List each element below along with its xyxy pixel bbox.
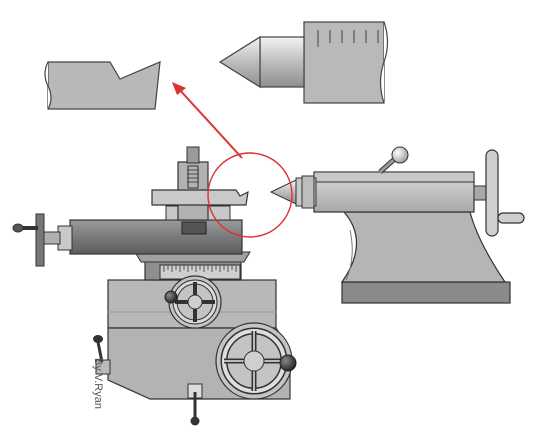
detail-tailstock-centre: [218, 21, 389, 104]
tailstock: [269, 146, 525, 304]
half-nut-lever: [187, 383, 203, 426]
red-arrow-icon: [172, 82, 243, 159]
author-credit: By V.Ryan: [92, 358, 104, 409]
feed-lever: [93, 335, 111, 375]
cross-slide: [12, 213, 243, 267]
detail-cutting-tool: [44, 61, 161, 110]
tool-post: [151, 146, 249, 235]
carriage-handwheel-large: [215, 322, 297, 400]
focus-circle-icon: [207, 152, 293, 238]
carriage-handwheel-small: [164, 275, 222, 329]
